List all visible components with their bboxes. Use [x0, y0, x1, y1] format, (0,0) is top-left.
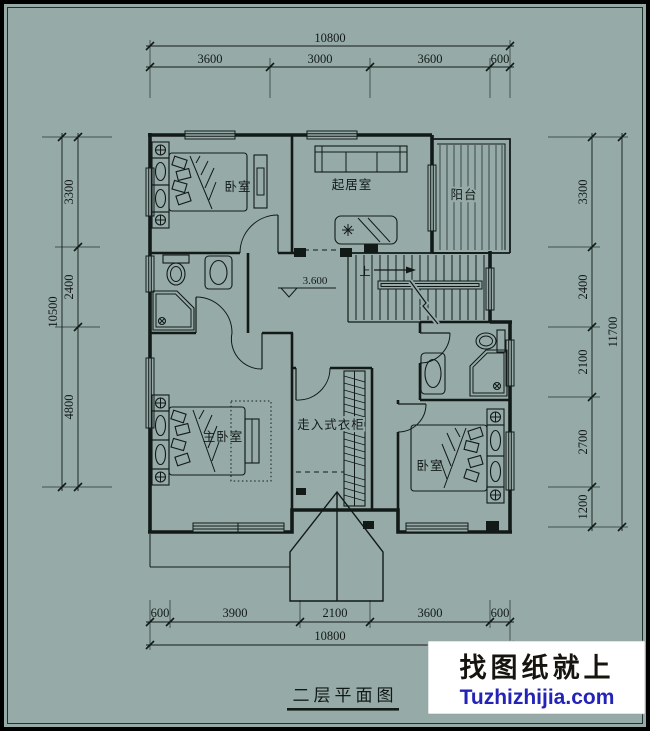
- rug: [230, 400, 272, 482]
- paper-background: [4, 4, 646, 727]
- label-master-bedroom: 主卧室: [203, 429, 244, 444]
- label-walk-in-closet: 走入式衣柜: [297, 417, 365, 432]
- nightstand-ornament: [151, 468, 170, 486]
- dim-bottom-seg-3: 2100: [323, 606, 348, 620]
- window-living-top: [306, 130, 358, 140]
- porch-roof: [289, 490, 384, 602]
- windows: [145, 130, 515, 533]
- dim-left-overall: 10500: [46, 296, 60, 327]
- balcony-door: [427, 164, 437, 232]
- dim-top-seg-4: 600: [491, 52, 510, 66]
- bedroom-br-furniture: [410, 408, 505, 504]
- window-master-left: [145, 357, 155, 429]
- wardrobe: [253, 154, 268, 209]
- room-labels: 卧室 起居室 阳台 主卧室 走入式衣柜 卧室: [203, 177, 479, 473]
- shower: [152, 290, 195, 331]
- door-bath-tl: [195, 296, 233, 334]
- sink: [420, 352, 446, 395]
- watermark: 找图纸就上 Tuzhizhijia.com: [427, 640, 646, 715]
- dimension-chain-left: 10500 3300 2400 4800: [46, 132, 83, 492]
- toilet-bowl: [166, 262, 186, 286]
- window-master-bottom: [192, 522, 285, 533]
- toilet-bowl: [475, 332, 497, 350]
- elevation-marker: 3.600: [278, 275, 336, 298]
- coffee-table: [334, 215, 398, 245]
- dim-left-seg-1: 3300: [62, 180, 76, 205]
- dim-left-seg-3: 4800: [62, 395, 76, 420]
- bathroom-tl: [152, 254, 233, 331]
- dim-top-seg-2: 3000: [308, 52, 333, 66]
- door-closet: [295, 367, 331, 401]
- drawing-title-text: 二层平面图: [293, 686, 398, 705]
- shower: [469, 349, 508, 397]
- master-bedroom-furniture: [151, 394, 272, 486]
- window-bath-tl-left: [145, 255, 155, 293]
- door-master: [230, 332, 263, 370]
- living-room-furniture: [314, 145, 408, 245]
- watermark-line2: Tuzhizhijia.com: [460, 686, 615, 709]
- doors: [195, 214, 451, 433]
- dim-top-overall: 10800: [314, 31, 345, 45]
- staircase: 上: [355, 255, 485, 326]
- dim-right-seg-5: 1200: [576, 495, 590, 520]
- dim-left-seg-2: 2400: [62, 275, 76, 300]
- bedroom-tl-furniture: [151, 141, 268, 229]
- watermark-box: [427, 640, 646, 715]
- dim-top-seg-1: 3600: [198, 52, 223, 66]
- door-bath-br: [419, 332, 451, 364]
- sink: [204, 255, 233, 290]
- label-bedroom-br: 卧室: [416, 458, 443, 473]
- label-living-room: 起居室: [332, 177, 373, 192]
- window-stair-right: [485, 267, 495, 311]
- stairs-up-label: 上: [360, 265, 371, 278]
- dim-top-seg-3: 3600: [418, 52, 443, 66]
- label-balcony: 阳台: [450, 187, 477, 202]
- nightstand-ornament: [151, 211, 170, 229]
- door-bedroom-tl: [239, 214, 279, 254]
- window-bath-br-right: [505, 339, 515, 387]
- window-bedroom-tl-left: [145, 167, 155, 217]
- dim-right-seg-1: 3300: [576, 180, 590, 205]
- drawing-title: 二层平面图: [287, 686, 399, 711]
- interior-walls: [150, 135, 510, 510]
- dim-bottom-seg-1: 600: [151, 606, 170, 620]
- sofa: [314, 145, 408, 173]
- toilet-tank: [496, 329, 506, 353]
- bed: [168, 152, 248, 212]
- watermark-line1: 找图纸就上: [460, 652, 615, 683]
- dim-right-seg-4: 2700: [576, 430, 590, 455]
- dimension-chain-top: 10800 3600 3000 3600 600: [145, 31, 515, 72]
- window-bedroom-br-right: [505, 431, 515, 491]
- window-bedroom-tl-top: [184, 130, 236, 140]
- dim-bottom-seg-5: 600: [491, 606, 510, 620]
- dim-right-seg-2: 2400: [576, 275, 590, 300]
- title-underline: [287, 708, 399, 711]
- dim-bottom-seg-4: 3600: [418, 606, 443, 620]
- plant: [342, 224, 354, 236]
- inner-frame: [7, 7, 643, 724]
- window-bedroom-br-bottom: [405, 522, 469, 533]
- wall-piers: [294, 244, 499, 532]
- dim-bottom-seg-2: 3900: [223, 606, 248, 620]
- dim-bottom-overall: 10800: [314, 629, 345, 643]
- nightstand-ornament: [486, 486, 505, 504]
- bathroom-br: [420, 329, 508, 397]
- door-bedroom-br: [397, 403, 427, 433]
- dim-right-seg-3: 2100: [576, 350, 590, 375]
- walk-in-closet: [296, 370, 366, 507]
- label-bedroom-tl: 卧室: [224, 179, 251, 194]
- dim-right-overall: 11700: [606, 317, 620, 348]
- dimension-chain-right: 3300 2400 2100 2700 1200 11700: [576, 132, 627, 532]
- floor-level-label: 3.600: [303, 275, 328, 287]
